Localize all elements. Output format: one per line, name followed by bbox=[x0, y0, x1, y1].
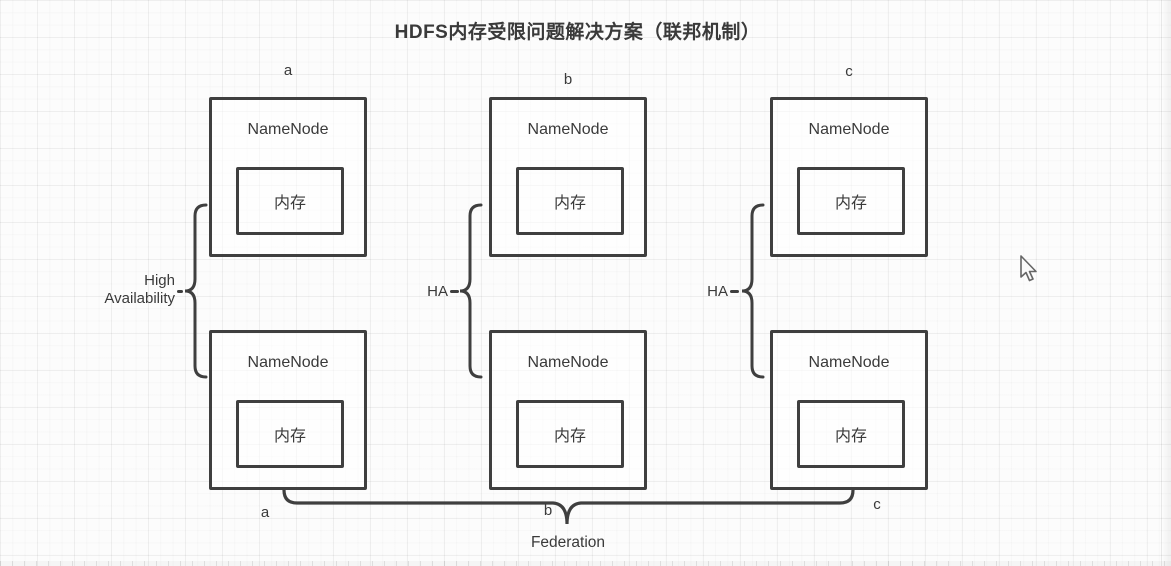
column-label-b-bottom: b bbox=[543, 502, 553, 519]
memory-box: 内存 bbox=[236, 400, 344, 468]
column-label-c-top: c bbox=[845, 63, 853, 80]
memory-box: 内存 bbox=[516, 167, 624, 235]
connector-dash bbox=[730, 290, 739, 293]
bottom-edge-strip bbox=[0, 561, 1171, 566]
federation-label: Federation bbox=[530, 534, 606, 551]
namenode-box-b-bottom: NameNode 内存 bbox=[489, 330, 647, 490]
namenode-label: NameNode bbox=[808, 354, 890, 371]
column-label-c-bottom: c bbox=[873, 496, 881, 513]
cursor-arrow-icon bbox=[1020, 255, 1037, 282]
namenode-box-c-bottom: NameNode 内存 bbox=[770, 330, 928, 490]
brace-ha-c-icon bbox=[741, 203, 765, 379]
ha-label-mid: HA bbox=[427, 283, 448, 300]
right-edge-shade bbox=[1161, 0, 1171, 566]
connector-dash bbox=[450, 290, 459, 293]
ha-label-left-line1: High bbox=[144, 272, 175, 289]
brace-ha-a-icon bbox=[184, 203, 208, 379]
namenode-label: NameNode bbox=[808, 121, 890, 138]
diagram-title: HDFS内存受限问题解决方案（联邦机制） bbox=[394, 22, 761, 43]
brace-ha-b-icon bbox=[459, 203, 483, 379]
memory-box: 内存 bbox=[797, 167, 905, 235]
namenode-box-b-top: NameNode 内存 bbox=[489, 97, 647, 257]
ha-label-right: HA bbox=[707, 283, 728, 300]
namenode-box-c-top: NameNode 内存 bbox=[770, 97, 928, 257]
memory-label: 内存 bbox=[553, 428, 586, 445]
memory-label: 内存 bbox=[273, 428, 306, 445]
column-label-a-bottom: a bbox=[260, 504, 270, 521]
memory-box: 内存 bbox=[797, 400, 905, 468]
brace-federation-icon bbox=[282, 488, 855, 525]
ha-label-left-line2: Availability bbox=[104, 290, 175, 307]
column-label-a-top: a bbox=[283, 62, 293, 79]
column-label-b-top: b bbox=[563, 71, 573, 88]
memory-label: 内存 bbox=[834, 428, 867, 445]
namenode-box-a-bottom: NameNode 内存 bbox=[209, 330, 367, 490]
memory-label: 内存 bbox=[834, 195, 867, 212]
namenode-label: NameNode bbox=[527, 354, 609, 371]
memory-box: 内存 bbox=[516, 400, 624, 468]
memory-label: 内存 bbox=[273, 195, 306, 212]
memory-label: 内存 bbox=[553, 195, 586, 212]
connector-dash bbox=[177, 290, 183, 293]
ha-label-left: High Availability bbox=[55, 272, 175, 308]
namenode-box-a-top: NameNode 内存 bbox=[209, 97, 367, 257]
namenode-label: NameNode bbox=[247, 354, 329, 371]
memory-box: 内存 bbox=[236, 167, 344, 235]
namenode-label: NameNode bbox=[247, 121, 329, 138]
namenode-label: NameNode bbox=[527, 121, 609, 138]
